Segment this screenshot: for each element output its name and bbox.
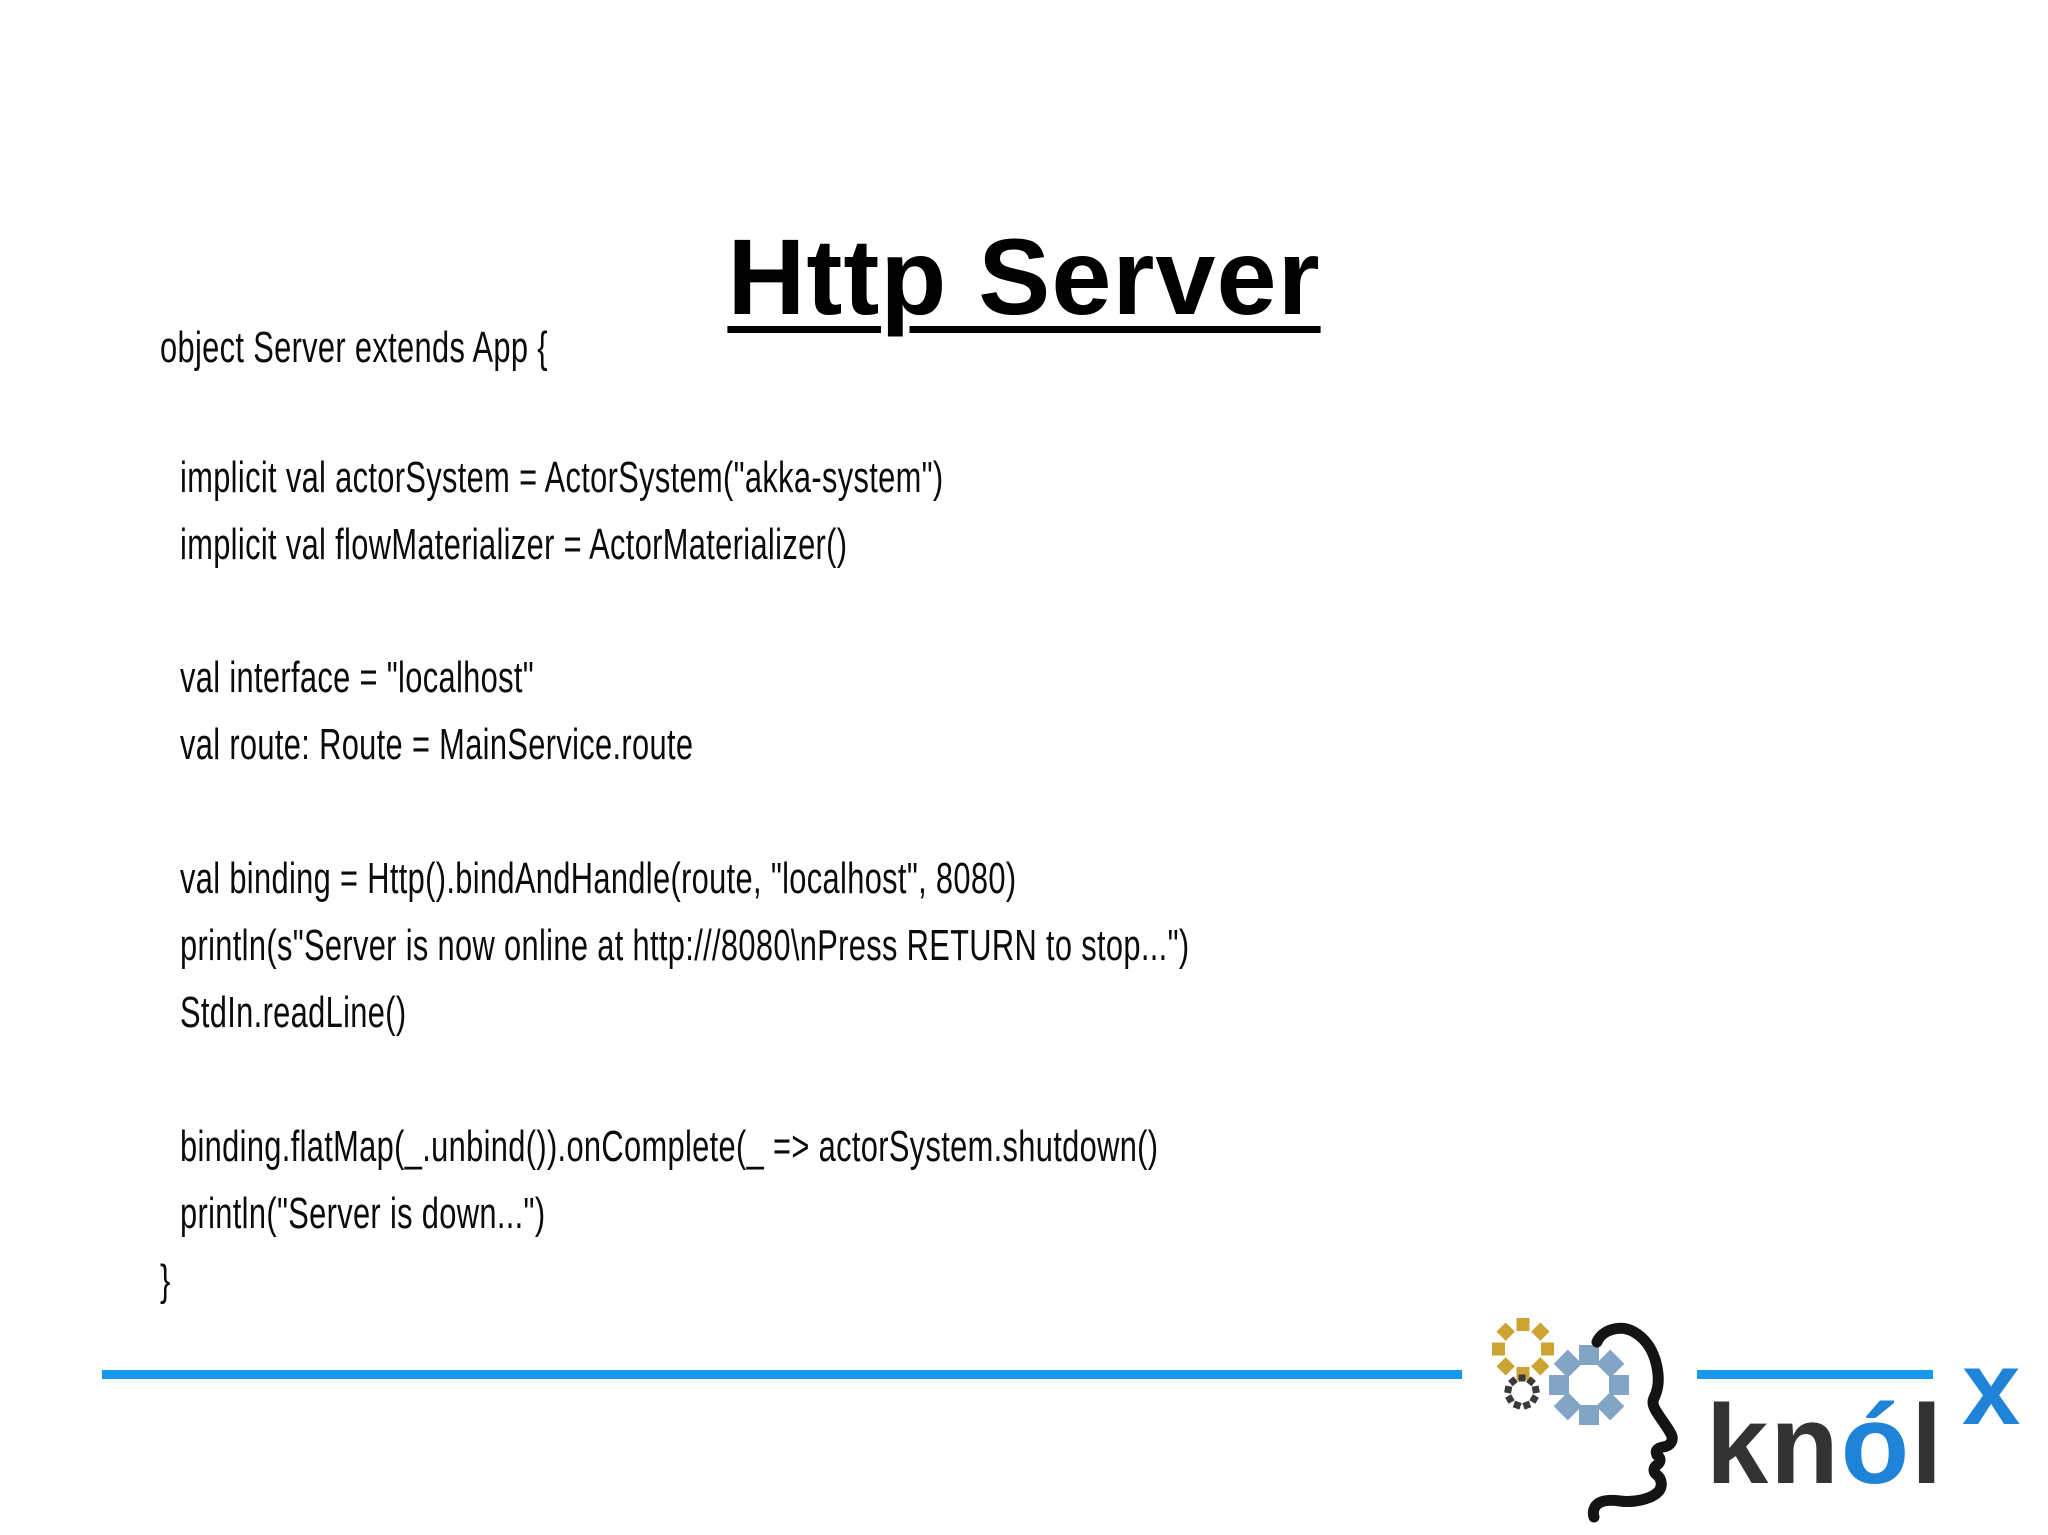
code-line: implicit val flowMaterializer = ActorMat… (180, 520, 848, 569)
logo-wordmark: knól (1706, 1382, 1944, 1507)
gear-yellow-icon (1492, 1318, 1554, 1380)
logo-superscript-x: x (1962, 1330, 2020, 1447)
code-line: object Server extends App { (160, 323, 548, 372)
code-line: } (160, 1256, 171, 1305)
slide-title: Http Server (727, 216, 1321, 338)
code-line: implicit val actorSystem = ActorSystem("… (180, 453, 944, 502)
knolx-logo: knól x (1492, 1318, 2020, 1523)
gear-blue-icon (1549, 1345, 1629, 1425)
code-line: println(s"Server is now online at http:/… (180, 921, 1190, 970)
logo-text-l: l (1911, 1382, 1944, 1507)
logo-text-o-accent: ó (1841, 1382, 1911, 1507)
footer-rule-right (1697, 1370, 1933, 1379)
logo-text-kn: kn (1706, 1382, 1841, 1507)
code-line: binding.flatMap(_.unbind()).onComplete(_… (180, 1122, 1159, 1171)
code-line: val binding = Http().bindAndHandle(route… (180, 854, 1017, 903)
code-line: val interface = "localhost" (180, 653, 535, 702)
head-profile-icon (1587, 1322, 1678, 1523)
code-line: val route: Route = MainService.route (180, 720, 694, 769)
gear-dark-icon (1504, 1374, 1540, 1410)
footer-rule-left (102, 1370, 1462, 1379)
code-line: StdIn.readLine() (180, 988, 407, 1037)
code-line: println("Server is down...") (180, 1189, 546, 1238)
